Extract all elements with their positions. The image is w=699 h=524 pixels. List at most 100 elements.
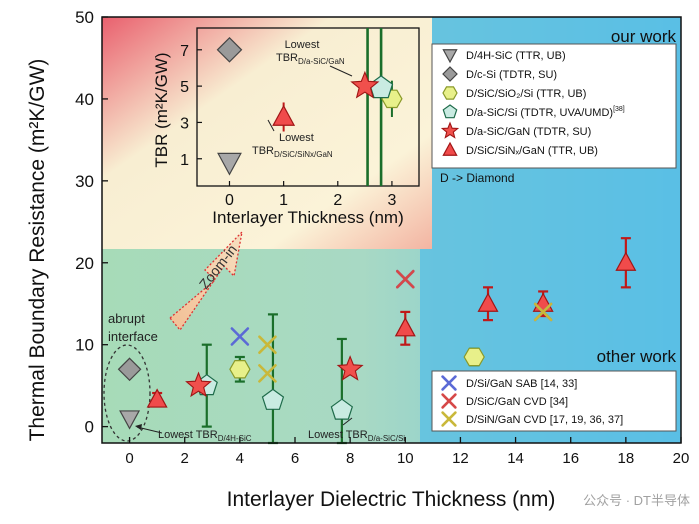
- legend-our-work: D/4H-SiC (TTR, UB) D/c-Si (TDTR, SU) D/SiC…: [440, 49, 625, 157]
- inset-y-tick-label: 3: [180, 115, 189, 132]
- lowest-4h-label: Lowest TBRD/4H-SiC: [158, 429, 252, 443]
- data-point-triangle: [394, 317, 416, 337]
- inset-x-tick-label: 2: [333, 192, 342, 209]
- x-tick-label: 14: [507, 450, 524, 467]
- legend-marker-diamond: [442, 66, 458, 82]
- legend-label: D/SiC/SiO₂/Si (TTR, UB): [466, 88, 586, 100]
- inset-ylabel: TBR (m²K/GW): [152, 52, 171, 167]
- inset-note-sinx-tbr: TBR: [252, 145, 274, 157]
- legend-marker-x-blue: [441, 375, 457, 391]
- legend-marker-x-yellow: [441, 411, 457, 427]
- legend-label: D/SiC/SiNₓ/GaN (TTR, UB): [466, 145, 598, 157]
- inset-point-tri-down: [217, 152, 242, 176]
- inset-point-triangle: [272, 104, 296, 126]
- x-tick-label: 18: [618, 450, 635, 467]
- data-point-diamond: [117, 357, 142, 382]
- inset-point-diamond: [216, 36, 243, 63]
- legend-ref: [38]: [613, 106, 625, 113]
- legend-marker-hexagon: [442, 86, 458, 100]
- legend-label: D/Si/GaN SAB [14, 33]: [466, 378, 577, 390]
- data-point-hexagon: [463, 347, 485, 367]
- inset-points: [216, 36, 403, 176]
- inset-y-tick-label: 1: [180, 152, 189, 169]
- abrupt-interface-ellipse: [103, 344, 151, 442]
- data-point-pentagon: [261, 388, 285, 410]
- inset-note-sinx-2: TBRD/SiC/SiNx/GaN: [252, 145, 333, 159]
- lowest-asic-si-label-sub: D/a-SiC/Si: [368, 434, 406, 443]
- x-tick-label: 20: [673, 450, 690, 467]
- inset-x-tick-label: 0: [225, 192, 234, 209]
- legend-label: D/4H-SiC (TTR, UB): [466, 50, 566, 62]
- data-point-x-yellow: [533, 302, 553, 322]
- inset-note-asic-gan-sub: D/a-SiC/GaN: [298, 57, 345, 66]
- inset-point-star: [350, 70, 380, 99]
- our-work-label: our work: [611, 27, 677, 46]
- legend-marker-pentagon: [442, 104, 458, 119]
- main-frame: [101, 16, 682, 444]
- legend-label: D/SiN/GaN CVD [17, 19, 36, 37]: [466, 414, 623, 426]
- inset-note-asic-gan-2: TBRD/a-SiC/GaN: [276, 52, 345, 66]
- abrupt-label-2: interface: [108, 329, 158, 344]
- legend-label: D/a-SiC/Si (TDTR, UVA/UMD)[38]: [466, 106, 625, 119]
- x-tick-label: 6: [291, 450, 299, 467]
- data-point-pentagon: [330, 398, 354, 420]
- y-tick-label: 50: [75, 8, 94, 27]
- legend-marker-tri-down: [442, 49, 458, 64]
- inset-x-tick-label: 1: [279, 192, 288, 209]
- inset-note-asic-gan-arrow: [329, 65, 353, 77]
- inset-note-asic-gan-tbr: TBR: [276, 52, 298, 64]
- y-tick-label: 20: [75, 254, 94, 273]
- inset-note-sinx-arrow: [267, 119, 275, 132]
- lowest-4h-label-sub: D/4H-SiC: [218, 434, 252, 443]
- y-axis-label: Thermal Boundary Resistance (m²K/GW): [26, 59, 49, 442]
- lowest-asic-si-label-main: Lowest TBR: [308, 429, 368, 441]
- legend-other-work: D/Si/GaN SAB [14, 33]D/SiC/GaN CVD [34]D…: [441, 375, 623, 427]
- watermark: 公众号 · DT半导体: [583, 493, 690, 508]
- other-work-label: other work: [597, 347, 677, 366]
- data-point-tri-down: [119, 410, 141, 430]
- y-tick-label: 40: [75, 90, 94, 109]
- y-tick-label: 10: [75, 336, 94, 355]
- main-data-points: [117, 251, 637, 430]
- x-tick-label: 8: [346, 450, 354, 467]
- data-point-x-yellow: [258, 364, 277, 383]
- x-tick-label: 2: [181, 450, 189, 467]
- legend-other-box: [431, 370, 677, 432]
- data-point-triangle: [146, 388, 168, 408]
- legend-marker-x-red: [441, 393, 457, 409]
- inset-frame: [196, 27, 420, 187]
- x-tick-label: 0: [125, 450, 133, 467]
- data-point-triangle: [477, 292, 499, 312]
- diamond-note: D -> Diamond: [440, 171, 514, 185]
- legend-marker-triangle: [442, 141, 458, 156]
- lowest-asic-si-label: Lowest TBRD/a-SiC/Si: [308, 429, 405, 443]
- legend-marker-star: [440, 121, 460, 139]
- data-point-star: [336, 355, 364, 381]
- x-tick-label: 12: [452, 450, 469, 467]
- inset-note-sinx-1: Lowest: [279, 132, 314, 144]
- inset-y-tick-label: 7: [180, 43, 189, 60]
- our-work-region: [102, 17, 432, 249]
- lowest-4h-label-main: Lowest TBR: [158, 429, 218, 441]
- x-tick-label: 16: [562, 450, 579, 467]
- x-tick-label: 10: [397, 450, 414, 467]
- abrupt-label-1: abrupt: [108, 311, 145, 326]
- legend-label: D/a-SiC/GaN (TDTR, SU): [466, 126, 591, 138]
- x-axis-label: Interlayer Dielectric Thickness (nm): [227, 488, 556, 511]
- y-tick-label: 30: [75, 172, 94, 191]
- legend-our-box: [431, 43, 677, 169]
- inset-note-sinx-sub: D/SiC/SiNx/GaN: [274, 150, 333, 159]
- inset-x-tick-label: 3: [387, 192, 396, 209]
- inset-note-asic-gan-1: Lowest: [285, 39, 320, 51]
- data-point-star: [185, 371, 212, 398]
- data-point-triangle: [615, 251, 637, 271]
- x-tick-label: 4: [236, 450, 244, 467]
- legend-label: D/c-Si (TDTR, SU): [466, 69, 557, 81]
- inset-xlabel: Interlayer Thickness (nm): [212, 208, 403, 227]
- lowest-4h-arrowhead: [135, 424, 142, 430]
- data-point-x-blue: [230, 327, 250, 346]
